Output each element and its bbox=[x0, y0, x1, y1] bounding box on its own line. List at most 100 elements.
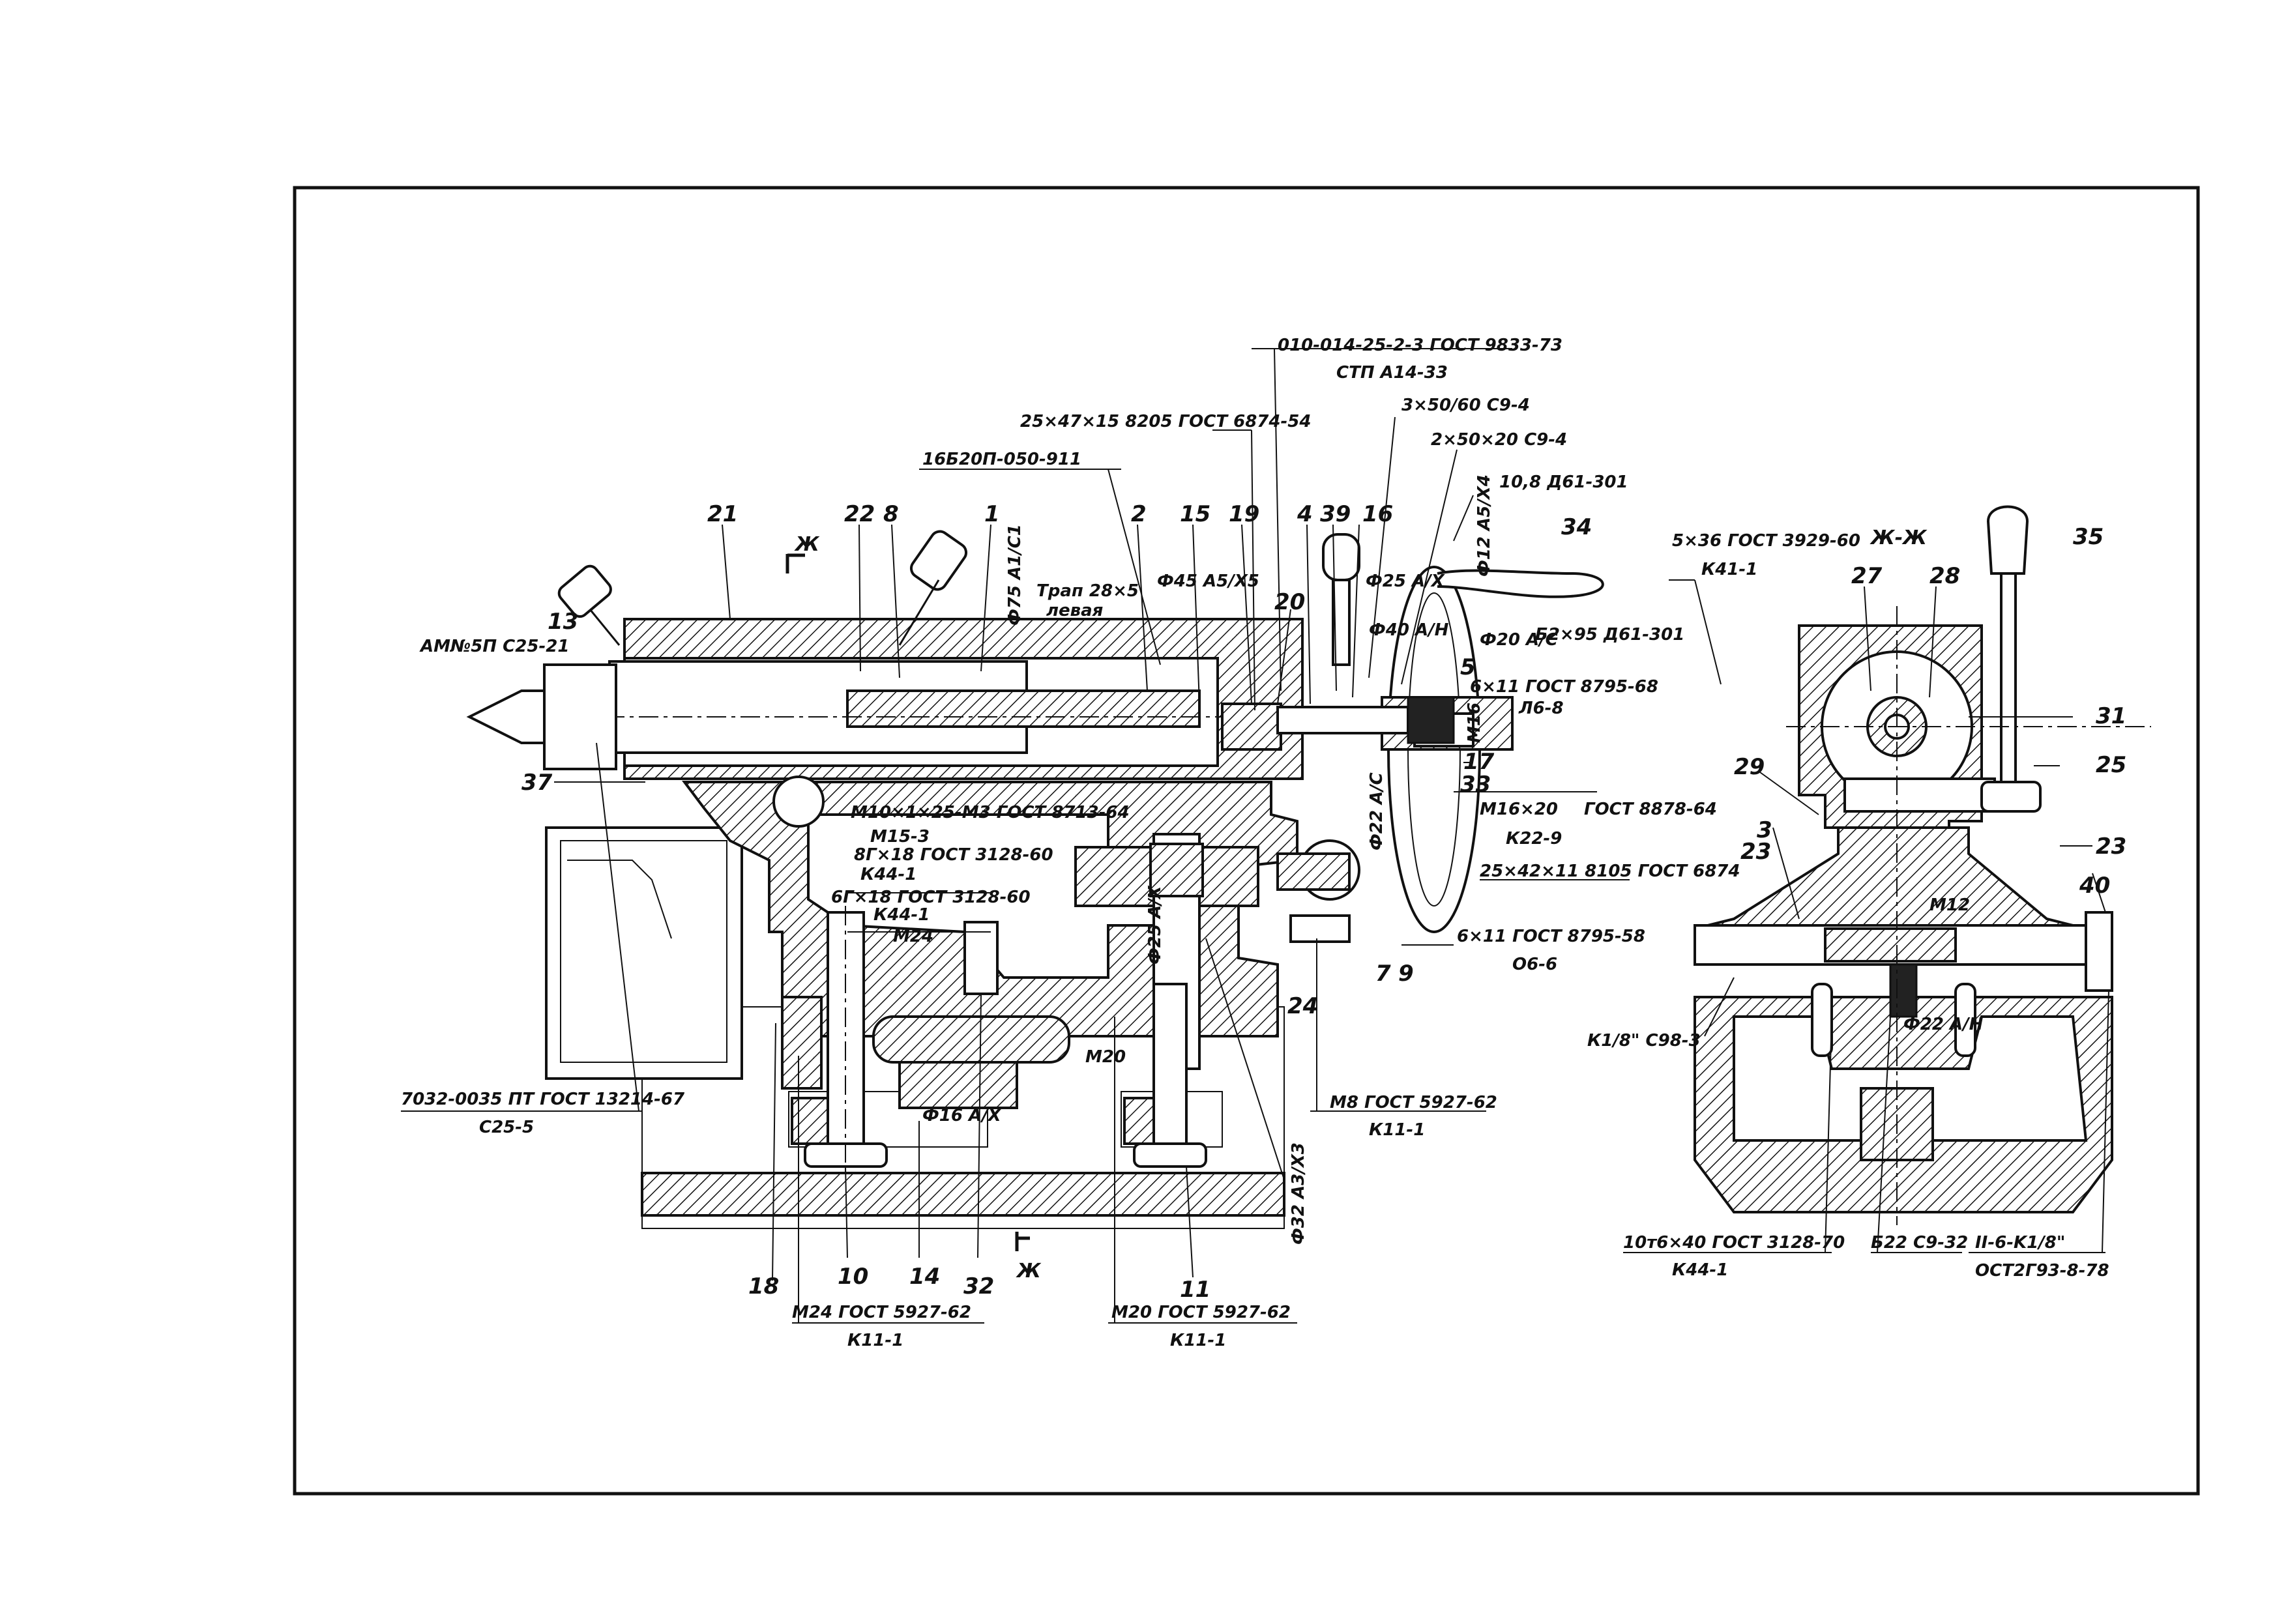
spec-key-6x11: 6×11 ГОСТ 8795-68 bbox=[1470, 677, 1658, 697]
spec-key-6x11-lower: 6×11 ГОСТ 8795-58 bbox=[1457, 927, 1645, 946]
clamp-plate bbox=[872, 1015, 1070, 1109]
bolt-m24 bbox=[804, 906, 888, 1173]
spec-key-5x36: 5×36 ГОСТ 3929-60 bbox=[1672, 531, 1860, 551]
spec-m15-3: М15-3 bbox=[870, 827, 930, 847]
part-17: 17 bbox=[1463, 749, 1495, 775]
leader-lines bbox=[401, 348, 2109, 1324]
spec-bearing-top: 25×47×15 8205 ГОСТ 6874-54 bbox=[1020, 412, 1311, 431]
section-bolt-left bbox=[1811, 983, 1833, 1057]
bed-slot-left bbox=[788, 1091, 988, 1148]
part-10: 10 bbox=[838, 1264, 868, 1290]
spec-ost: ОСТ2Г93-8-78 bbox=[1975, 1261, 2109, 1281]
part-18: 18 bbox=[748, 1273, 779, 1299]
dim-25-gear: Ф25 А/Х bbox=[1145, 884, 1165, 964]
gear-teeth bbox=[1149, 843, 1204, 897]
part-23-right: 23 bbox=[2096, 834, 2126, 860]
section-bolt-center bbox=[1889, 963, 1918, 1018]
section-bolt-right bbox=[1954, 983, 1976, 1057]
screw-24 bbox=[1289, 914, 1351, 943]
part-11: 11 bbox=[1180, 1277, 1210, 1303]
spec-gost-8878: ГОСТ 8878-64 bbox=[1584, 800, 1717, 819]
housing-inner-line bbox=[567, 860, 672, 939]
dim-12: Ф12 А5/Х4 bbox=[1474, 474, 1494, 577]
clamp-lever-left bbox=[557, 564, 621, 646]
part-28: 28 bbox=[1929, 563, 1960, 589]
handwheel bbox=[1381, 566, 1604, 933]
spec-k41-1: К41-1 bbox=[1701, 560, 1757, 579]
dim-m24: М24 bbox=[893, 927, 933, 946]
spec-k44-1: К44-1 bbox=[1672, 1260, 1728, 1280]
live-center bbox=[466, 689, 546, 744]
part-19: 19 bbox=[1229, 501, 1259, 527]
spec-pin-6g-k44: К44-1 bbox=[873, 905, 930, 925]
part-21: 21 bbox=[707, 501, 738, 527]
dim-22-section: Ф22 А/Н bbox=[1903, 1015, 1984, 1034]
dim-16: Ф16 А/Х bbox=[922, 1106, 1003, 1125]
dim-m20: М20 bbox=[1085, 1047, 1126, 1067]
part-3: 3 bbox=[1757, 817, 1772, 843]
dim-m12: М12 bbox=[1929, 895, 1970, 915]
part-27: 27 bbox=[1851, 563, 1883, 589]
spec-m20-k11: К11-1 bbox=[1170, 1331, 1226, 1350]
left-housing bbox=[545, 826, 743, 1080]
spec-pin-8g-k44: К44-1 bbox=[860, 865, 917, 884]
spec-oring-std: СТП А14-33 bbox=[1336, 363, 1448, 383]
left-housing-inner bbox=[560, 840, 727, 1063]
section-mark-bottom bbox=[1015, 1232, 1030, 1251]
spec-center: 7032-0035 ПТ ГОСТ 13214-67 bbox=[401, 1090, 685, 1109]
section-mark-top-label: Ж bbox=[794, 533, 820, 556]
spec-fitting: II-6-K1/8" bbox=[1975, 1233, 2065, 1253]
part-29: 29 bbox=[1734, 754, 1765, 780]
spec-pin-8g: 8Г×18 ГОСТ 3128-60 bbox=[854, 845, 1053, 865]
section-clamp-bar bbox=[1843, 777, 1996, 813]
part-31: 31 bbox=[2096, 703, 2126, 729]
part-37: 37 bbox=[521, 770, 553, 796]
spec-washer-3x50: 3×50/60 С9-4 bbox=[1401, 396, 1530, 415]
main-section-view bbox=[466, 530, 1604, 1229]
spec-labels: 010-014-25-2-3 ГОСТ 9833-73 СТП А14-33 2… bbox=[401, 336, 2109, 1350]
dim-20: Ф20 А/С bbox=[1480, 630, 1558, 650]
pinion-left bbox=[772, 776, 825, 828]
part-5: 5 bbox=[1460, 654, 1476, 680]
section-labels: Ж-Ж Ж Ж bbox=[794, 527, 1928, 1283]
spec-washer-2x50: 2×50×20 С9-4 bbox=[1431, 430, 1567, 450]
section-slide-bar-hatch bbox=[1824, 927, 1957, 963]
part-20: 20 bbox=[1274, 589, 1305, 615]
part-1: 1 bbox=[984, 501, 1000, 527]
part-32: 32 bbox=[963, 1273, 994, 1299]
spec-m20: М20 ГОСТ 5927-62 bbox=[1111, 1303, 1291, 1322]
shaft-right bbox=[1276, 706, 1409, 734]
part-33: 33 bbox=[1460, 772, 1491, 798]
quill-screw bbox=[846, 689, 1201, 728]
spec-m8: М8 ГОСТ 5927-62 bbox=[1330, 1093, 1497, 1112]
dim-25: Ф25 А/Х bbox=[1366, 572, 1446, 591]
spec-oring: 010-014-25-2-3 ГОСТ 9833-73 bbox=[1278, 336, 1562, 355]
spec-m24: М24 ГОСТ 5927-62 bbox=[792, 1303, 971, 1322]
spec-m10: М10×1×25-М3 ГОСТ 8713-64 bbox=[851, 803, 1130, 822]
part-number-labels: 21 22 8 1 2 15 19 4 39 16 34 35 13 37 20… bbox=[521, 501, 2126, 1303]
section-mark-bottom-label: Ж bbox=[1016, 1260, 1042, 1283]
spec-o6-6: О6-6 bbox=[1512, 955, 1557, 974]
section-view-zh bbox=[1694, 505, 2151, 1225]
part-4: 4 bbox=[1297, 501, 1313, 527]
section-stop-40 bbox=[2085, 911, 2113, 992]
part-23-left: 23 bbox=[1740, 839, 1771, 865]
spec-anp: АМ№5П С25-21 bbox=[419, 637, 569, 656]
section-title: Ж-Ж bbox=[1870, 527, 1928, 549]
spec-pin-10t6: 10т6×40 ГОСТ 3128-70 bbox=[1623, 1233, 1845, 1253]
spec-part-code: 16Б20П-050-911 bbox=[922, 450, 1081, 469]
spec-b22: Б22 С9-32 bbox=[1871, 1233, 1968, 1253]
part-15: 15 bbox=[1180, 501, 1210, 527]
part-25: 25 bbox=[2096, 752, 2126, 778]
spec-k22-9: К22-9 bbox=[1506, 829, 1562, 848]
dim-32: Ф32 А3/Х3 bbox=[1289, 1142, 1308, 1245]
spec-10-8: 10,8 Д61-301 bbox=[1499, 472, 1628, 492]
part-16: 16 bbox=[1362, 501, 1393, 527]
spec-trap-left: левая bbox=[1046, 601, 1103, 620]
screw-32 bbox=[963, 921, 999, 995]
spec-m24-k11: К11-1 bbox=[847, 1331, 903, 1350]
right-bearing bbox=[1221, 703, 1282, 751]
center-sleeve bbox=[543, 663, 617, 770]
dim-45: Ф45 А5/Х5 bbox=[1157, 572, 1259, 591]
